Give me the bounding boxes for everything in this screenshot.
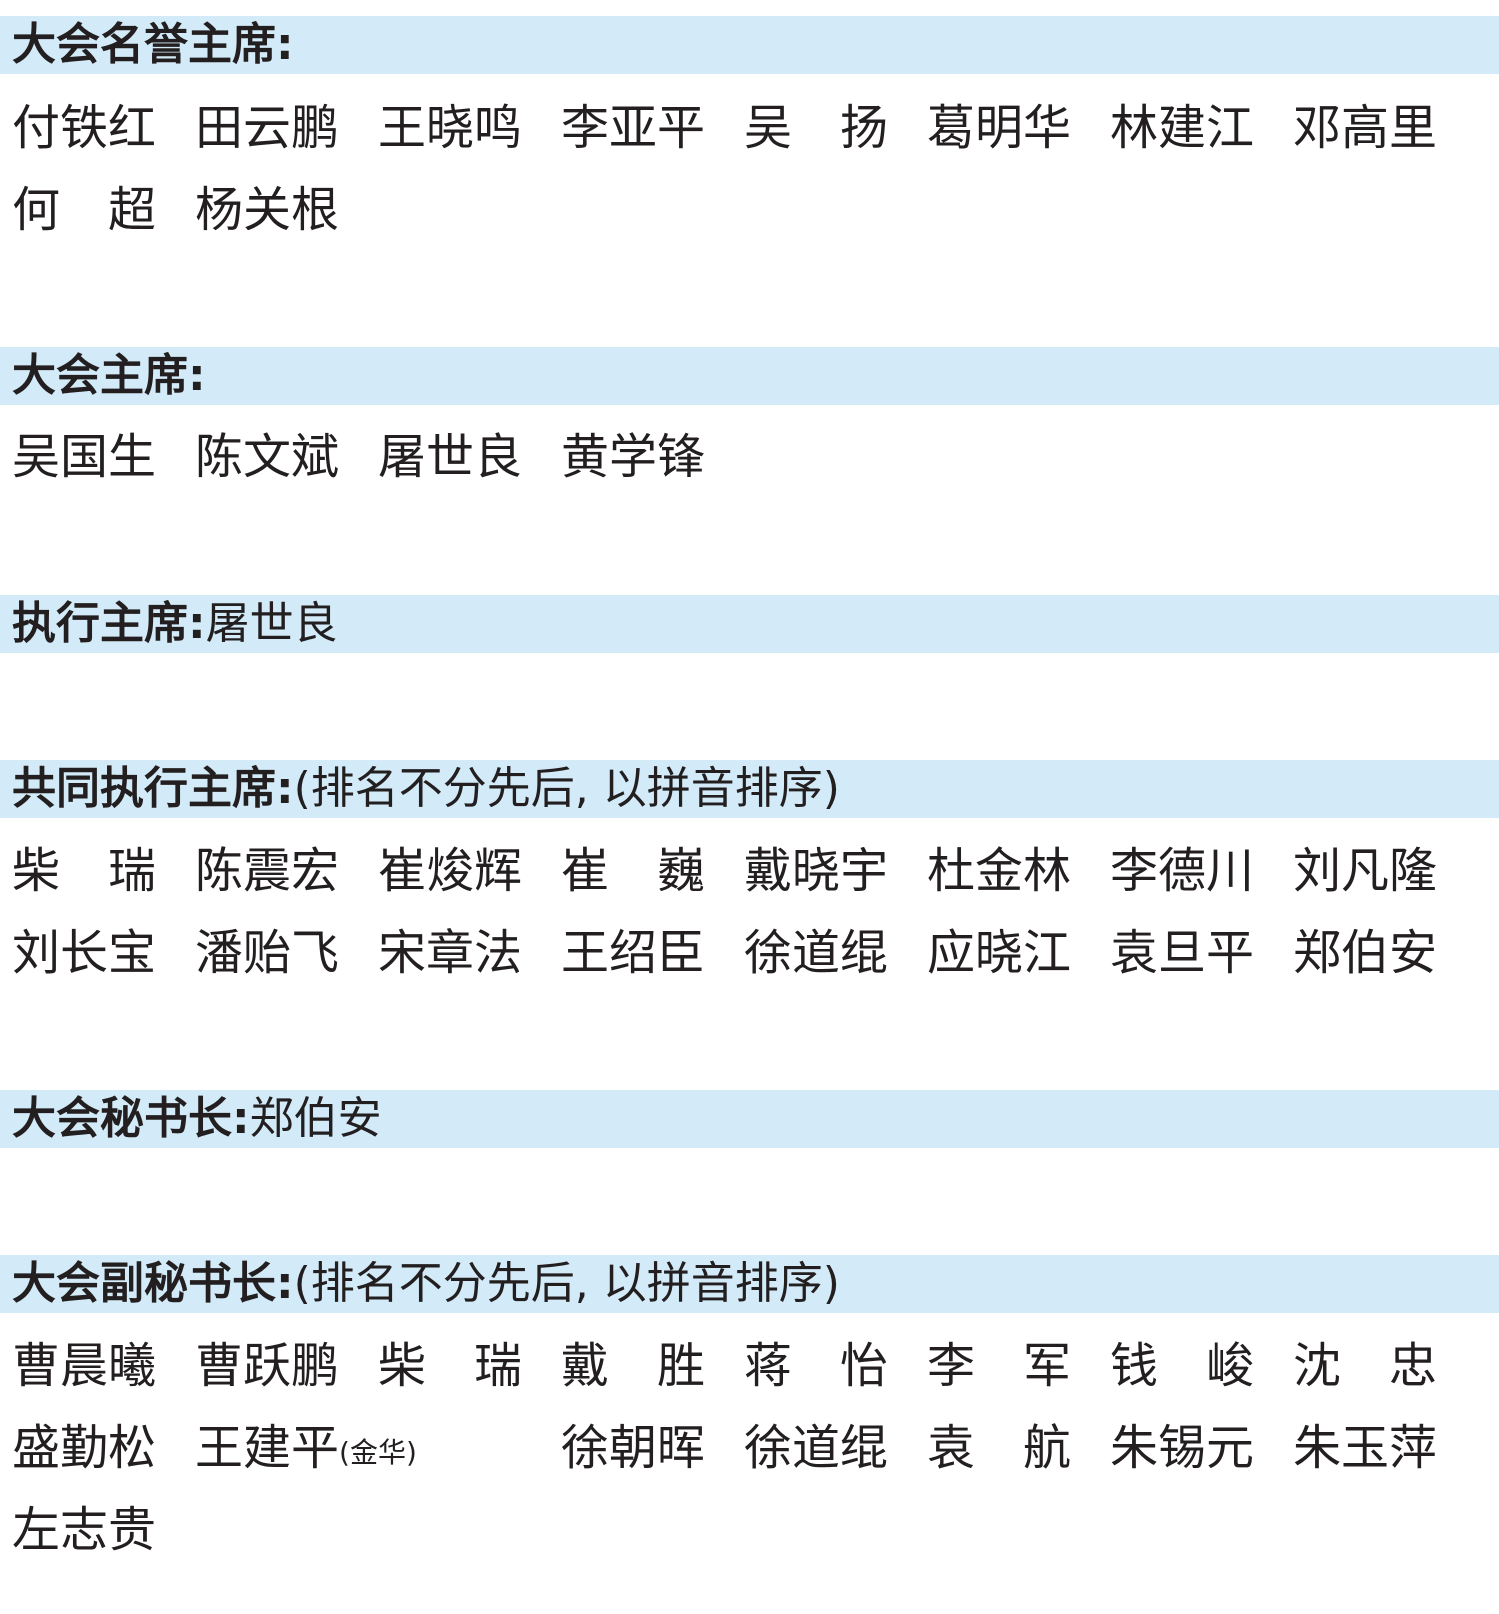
person-name: 袁旦平 — [1110, 925, 1255, 981]
person-name-with-annotation: 王建平(金华) — [195, 1408, 417, 1488]
name-row: 柴 瑞 陈震宏 崔焌辉 崔 巍 戴晓宇 杜金林 李德川 刘凡隆 — [0, 831, 1499, 911]
person-name: 郑伯安 — [1293, 925, 1438, 981]
person-name: 王建平 — [195, 1420, 340, 1476]
name-row: 吴国生 陈文斌 屠世良 黄学锋 — [0, 417, 1499, 497]
person-name: 黄学锋 — [561, 429, 706, 485]
name-row: 刘长宝 潘贻飞 宋章法 王绍臣 徐道绲 应晓江 袁旦平 郑伯安 — [0, 913, 1499, 993]
person-name: 戴 胜 — [561, 1338, 706, 1394]
person-name: 邓高里 — [1293, 100, 1438, 156]
name-row: 曹晨曦 曹跃鹏 柴 瑞 戴 胜 蒋 怡 李 军 钱 峻 沈 忠 — [0, 1326, 1499, 1406]
section-band-co-executive-chairs: 共同执行主席:(排名不分先后, 以拼音排序) — [0, 760, 1499, 818]
person-name: 朱锡元 — [1110, 1420, 1255, 1476]
section-inline-name: 屠世良 — [205, 598, 338, 649]
person-name: 杜金林 — [927, 843, 1072, 899]
name-row: 付铁红 田云鹏 王晓鸣 李亚平 吴 扬 葛明华 林建江 邓高里 — [0, 88, 1499, 168]
person-name: 左志贵 — [12, 1502, 157, 1558]
person-name: 崔 巍 — [561, 843, 706, 899]
section-label: 大会名誉主席: — [12, 19, 294, 70]
section-heading: 大会主席: — [12, 347, 206, 405]
name-row: 左志贵 — [0, 1490, 1499, 1570]
section-heading: 大会副秘书长:(排名不分先后, 以拼音排序) — [12, 1255, 840, 1313]
person-name: 陈文斌 — [195, 429, 340, 485]
section-heading: 执行主席:屠世良 — [12, 595, 338, 653]
name-row: 盛勤松 王建平(金华) 徐朝晖 徐道绲 袁 航 朱锡元 朱玉萍 — [0, 1408, 1499, 1488]
person-name: 陈震宏 — [195, 843, 340, 899]
section-heading: 大会秘书长:郑伯安 — [12, 1090, 382, 1148]
person-name: 杨关根 — [195, 182, 340, 238]
person-name: 朱玉萍 — [1293, 1420, 1438, 1476]
person-name: 田云鹏 — [195, 100, 340, 156]
person-name: 徐道绲 — [744, 925, 889, 981]
person-name: 王晓鸣 — [378, 100, 523, 156]
person-name: 刘长宝 — [12, 925, 157, 981]
person-name: 应晓江 — [927, 925, 1072, 981]
section-label: 共同执行主席: — [12, 763, 294, 814]
person-name: 盛勤松 — [12, 1420, 157, 1476]
person-name: 钱 峻 — [1110, 1338, 1255, 1394]
person-name: 曹跃鹏 — [195, 1338, 340, 1394]
section-band-honorary-chairs: 大会名誉主席: — [0, 16, 1499, 74]
person-name: 崔焌辉 — [378, 843, 523, 899]
section-band-chairs: 大会主席: — [0, 347, 1499, 405]
section-label: 执行主席: — [12, 598, 206, 649]
person-name: 王绍臣 — [561, 925, 706, 981]
section-heading: 共同执行主席:(排名不分先后, 以拼音排序) — [12, 760, 840, 818]
person-name: 付铁红 — [12, 100, 157, 156]
section-label: 大会秘书长: — [12, 1093, 250, 1144]
person-name: 柴 瑞 — [12, 843, 157, 899]
person-name: 柴 瑞 — [378, 1338, 523, 1394]
person-name: 屠世良 — [378, 429, 523, 485]
person-name: 李德川 — [1110, 843, 1255, 899]
person-name: 徐朝晖 — [561, 1420, 706, 1476]
section-label: 大会主席: — [12, 350, 206, 401]
section-band-executive-chair: 执行主席:屠世良 — [0, 595, 1499, 653]
person-name: 李 军 — [927, 1338, 1072, 1394]
person-name: 何 超 — [12, 182, 157, 238]
section-note: (排名不分先后, 以拼音排序) — [293, 1258, 840, 1309]
section-heading: 大会名誉主席: — [12, 16, 294, 74]
person-name: 戴晓宇 — [744, 843, 889, 899]
person-name: 曹晨曦 — [12, 1338, 157, 1394]
person-name: 林建江 — [1110, 100, 1255, 156]
section-note: (排名不分先后, 以拼音排序) — [293, 763, 840, 814]
person-name: 沈 忠 — [1293, 1338, 1438, 1394]
section-band-secretary-general: 大会秘书长:郑伯安 — [0, 1090, 1499, 1148]
person-name: 吴国生 — [12, 429, 157, 485]
name-annotation: (金华) — [339, 1436, 417, 1469]
name-row: 何 超 杨关根 — [0, 170, 1499, 250]
person-name: 刘凡隆 — [1293, 843, 1438, 899]
section-band-deputy-secretaries-general: 大会副秘书长:(排名不分先后, 以拼音排序) — [0, 1255, 1499, 1313]
section-inline-name: 郑伯安 — [249, 1093, 382, 1144]
person-name: 徐道绲 — [744, 1420, 889, 1476]
person-name: 吴 扬 — [744, 100, 889, 156]
section-label: 大会副秘书长: — [12, 1258, 294, 1309]
person-name: 宋章法 — [378, 925, 523, 981]
person-name: 潘贻飞 — [195, 925, 340, 981]
person-name: 葛明华 — [927, 100, 1072, 156]
person-name: 蒋 怡 — [744, 1338, 889, 1394]
person-name: 袁 航 — [927, 1420, 1072, 1476]
person-name: 李亚平 — [561, 100, 706, 156]
